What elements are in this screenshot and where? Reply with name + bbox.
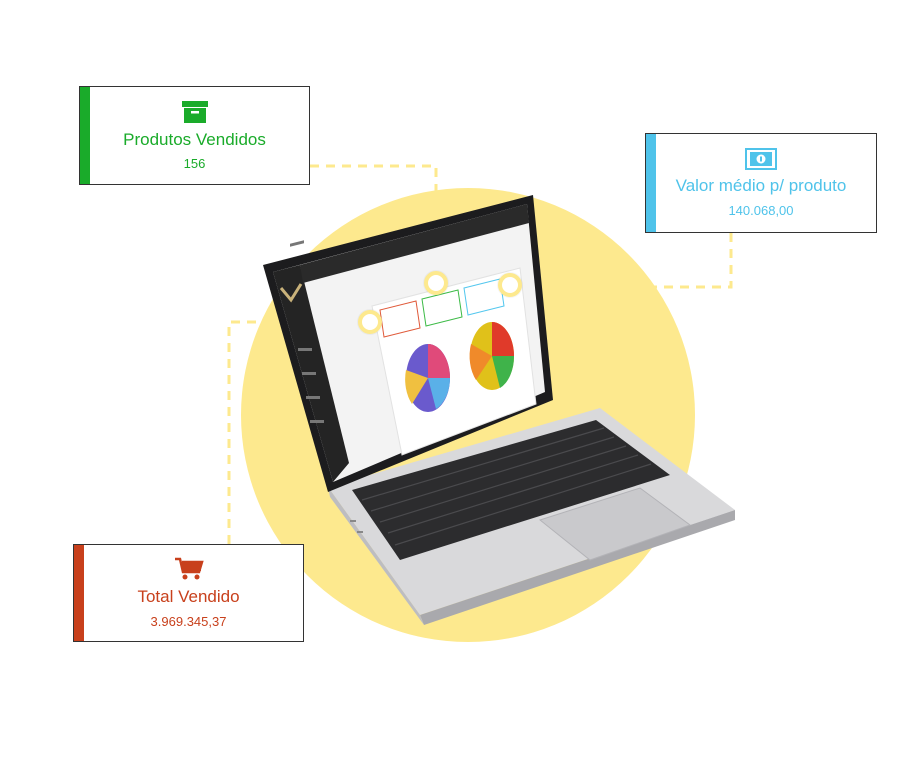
kpi-card-total-vendido: Total Vendido 3.969.345,37 <box>73 544 304 642</box>
kpi-card-produtos: Produtos Vendidos 156 <box>79 86 310 185</box>
card-value: 140.068,00 <box>728 202 794 218</box>
accent-bar <box>80 87 90 184</box>
laptop-trackpad <box>538 487 692 561</box>
hotspot-total[interactable] <box>358 310 382 334</box>
card-title: Produtos Vendidos <box>123 129 266 149</box>
app-topbar <box>300 204 529 283</box>
accent-bar <box>74 545 84 641</box>
accent-bar <box>646 134 656 232</box>
screen-pie-right <box>469 322 515 390</box>
card-value: 3.969.345,37 <box>150 613 227 629</box>
card-title: Total Vendido <box>137 587 240 607</box>
screen-pie-left <box>405 344 450 412</box>
card-value: 156 <box>183 156 206 172</box>
kpi-card-valor-medio: Valor médio p/ produto 140.068,00 <box>645 133 877 233</box>
hotspot-valor[interactable] <box>498 273 522 297</box>
card-title: Valor médio p/ produto <box>675 176 847 196</box>
archive-box-icon <box>181 100 209 124</box>
shopping-cart-icon <box>174 557 204 581</box>
hotspot-produtos[interactable] <box>424 271 448 295</box>
laptop-keyboard <box>352 420 670 560</box>
connector-valor <box>512 233 733 289</box>
banknote-icon <box>745 148 777 171</box>
